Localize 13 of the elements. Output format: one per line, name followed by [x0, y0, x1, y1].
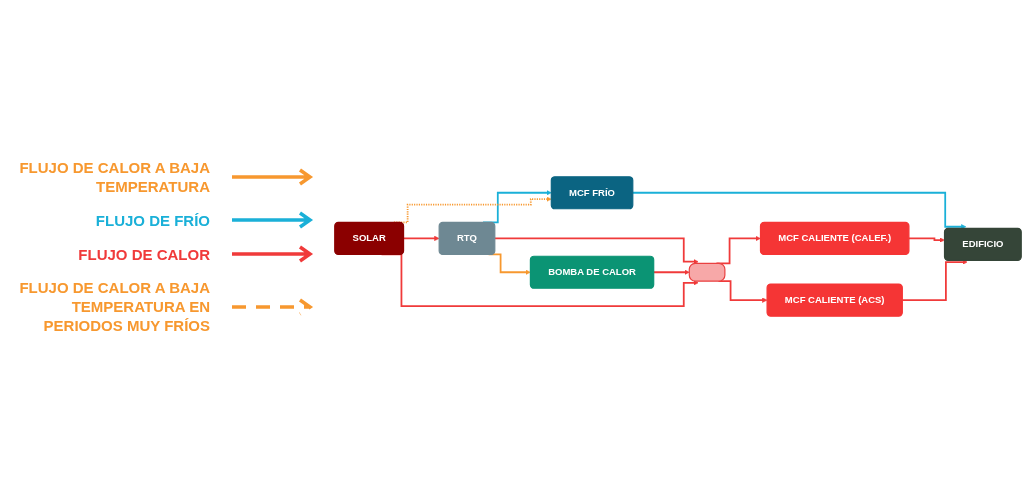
node-box: SOLAR [334, 221, 405, 256]
node-box: MCF FRÍO [550, 176, 634, 210]
node-box: EDIFICIO [943, 227, 1022, 262]
legend-text: FLUJO DE CALOR A BAJA TEMPERATURA EN PERIODOS MUY FRÍOS [18, 278, 210, 335]
node-box: BOMBA DE CALOR [529, 255, 655, 289]
legend-text: FLUJO DE CALOR [77, 244, 210, 264]
legend-text: FLUJO DE FRÍO [94, 210, 210, 230]
node-box: RTQ [438, 221, 496, 256]
node-box: MCF CALIENTE (CALEF.) [759, 221, 910, 256]
node-box: MCF CALIENTE (ACS) [766, 283, 903, 317]
legend-text: FLUJO DE CALOR A BAJA TEMPERATURA [18, 158, 210, 196]
node-bar [688, 262, 726, 282]
arrow [908, 237, 945, 243]
